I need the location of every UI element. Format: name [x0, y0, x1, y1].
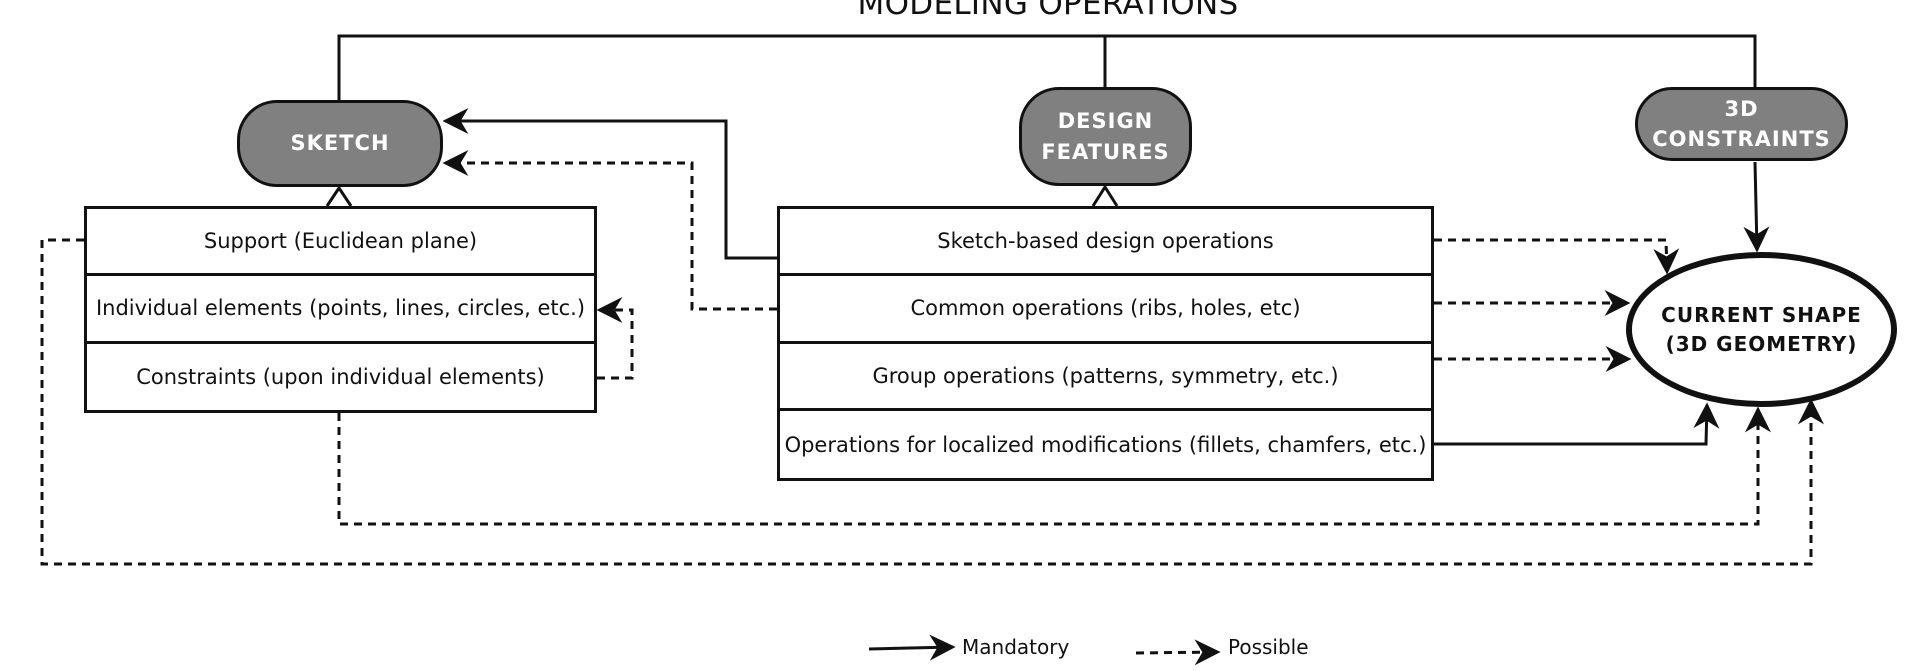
arrow-localized-to-shape [1434, 402, 1720, 446]
design-features-label-line1: DESIGN [1057, 109, 1154, 134]
arrow-common-to-sketch [442, 150, 777, 311]
sketch-row-individual-elements: Individual elements (points, lines, circ… [87, 276, 594, 344]
design-features-label-line2: FEATURES [1041, 139, 1170, 164]
sketch-node-label: SKETCH [290, 131, 390, 156]
legend-possible-arrow [1135, 639, 1221, 666]
design-features-node: DESIGN FEATURES [1019, 87, 1192, 186]
arrow-support-to-shape [40, 238, 1824, 566]
design-row-group: Group operations (patterns, symmetry, et… [780, 344, 1431, 411]
sketch-node: SKETCH [237, 100, 443, 187]
3d-constraints-label: 3D CONSTRAINTS [1652, 96, 1831, 151]
top-connector-bar [337, 34, 1757, 100]
sketch-caret [325, 185, 353, 207]
arrow-constraints-to-elements [596, 297, 634, 380]
3d-constraints-node: 3D CONSTRAINTS [1635, 87, 1848, 161]
sketch-components-box: Support (Euclidean plane) Individual ele… [84, 206, 597, 413]
arrow-sketch-based-to-shape [1434, 238, 1680, 275]
arrow-constraints-to-shape [337, 406, 1771, 526]
legend-mandatory-arrow [868, 634, 956, 661]
design-operations-box: Sketch-based design operations Common op… [777, 206, 1434, 481]
design-row-sketch-based: Sketch-based design operations [780, 209, 1431, 277]
design-row-common: Common operations (ribs, holes, etc) [780, 276, 1431, 344]
legend-possible-label: Possible [1228, 635, 1309, 659]
design-caret [1091, 184, 1119, 207]
legend-mandatory-label: Mandatory [962, 635, 1070, 659]
diagram-title: MODELING OPERATIONS [857, 0, 1239, 22]
design-row-localized: Operations for localized modifications (… [784, 432, 1427, 457]
current-shape-line2: (3D GEOMETRY) [1665, 331, 1858, 356]
current-shape-node: CURRENT SHAPE (3D GEOMETRY) [1626, 252, 1897, 407]
arrow-3d-to-shape [1743, 161, 1770, 253]
sketch-row-constraints: Constraints (upon individual elements) [136, 365, 545, 390]
current-shape-line1: CURRENT SHAPE [1661, 302, 1862, 327]
arrow-sketch-based-to-sketch [442, 108, 777, 260]
sketch-row-support: Support (Euclidean plane) [87, 209, 594, 277]
